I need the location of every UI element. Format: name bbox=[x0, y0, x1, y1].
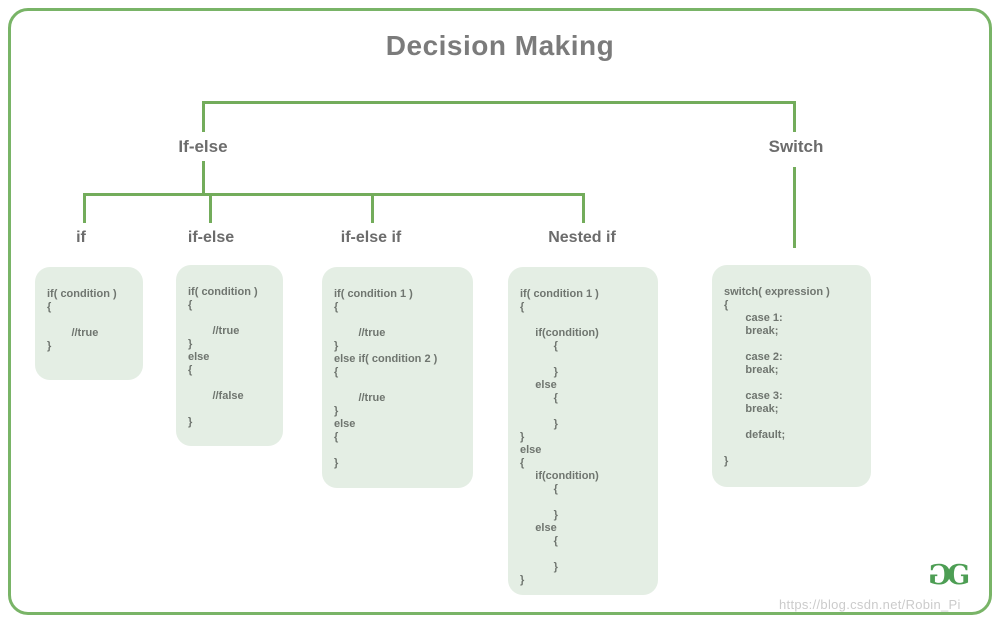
code-box-if-else: if( condition ) { //true } else { //fals… bbox=[176, 265, 283, 446]
branch-label-nestedif: Nested if bbox=[548, 229, 616, 246]
code-text-if-else-if: if( condition 1 ) { //true } else if( co… bbox=[334, 288, 438, 469]
connector-stub-if bbox=[83, 193, 86, 223]
connector-stub-switch bbox=[793, 101, 796, 132]
connector-stub-if-else bbox=[209, 193, 212, 223]
geeksforgeeks-logo-icon: G G bbox=[928, 560, 970, 591]
watermark-url: https://blog.csdn.net/Robin_Pi bbox=[779, 597, 961, 612]
diagram-title: Decision Making bbox=[385, 30, 615, 61]
branch-label-ifelse: if-else bbox=[187, 229, 235, 246]
outer-border bbox=[8, 8, 992, 615]
code-box-nested-if: if( condition 1 ) { if(condition) { } el… bbox=[508, 267, 658, 595]
connector-ifelse-down bbox=[202, 161, 205, 195]
code-box-switch: switch( expression ) { case 1: break; ca… bbox=[712, 265, 871, 487]
connector-stub-nested-if bbox=[582, 193, 585, 223]
code-box-if: if( condition ) { //true } bbox=[35, 267, 143, 380]
code-box-if-else-if: if( condition 1 ) { //true } else if( co… bbox=[322, 267, 473, 488]
branch-label-ifelseif: if-else if bbox=[340, 229, 402, 246]
code-text-nested-if: if( condition 1 ) { if(condition) { } el… bbox=[520, 288, 599, 586]
connector-level2-horizontal bbox=[83, 193, 585, 196]
code-text-if-else: if( condition ) { //true } else { //fals… bbox=[188, 286, 258, 428]
logo-letter-g-icon: G bbox=[947, 560, 971, 591]
branch-label-if: if bbox=[76, 229, 86, 246]
code-text-switch: switch( expression ) { case 1: break; ca… bbox=[724, 286, 830, 467]
branch-label-if-else: If-else bbox=[178, 137, 228, 156]
connector-switch-down bbox=[793, 167, 796, 248]
code-text-if: if( condition ) { //true } bbox=[47, 288, 117, 352]
connector-stub-ifelse bbox=[202, 101, 205, 132]
connector-stub-if-else-if bbox=[371, 193, 374, 223]
branch-label-switch: Switch bbox=[768, 137, 824, 156]
logo-letter-reversed-g-icon: G bbox=[928, 560, 952, 591]
connector-top-horizontal bbox=[202, 101, 796, 104]
